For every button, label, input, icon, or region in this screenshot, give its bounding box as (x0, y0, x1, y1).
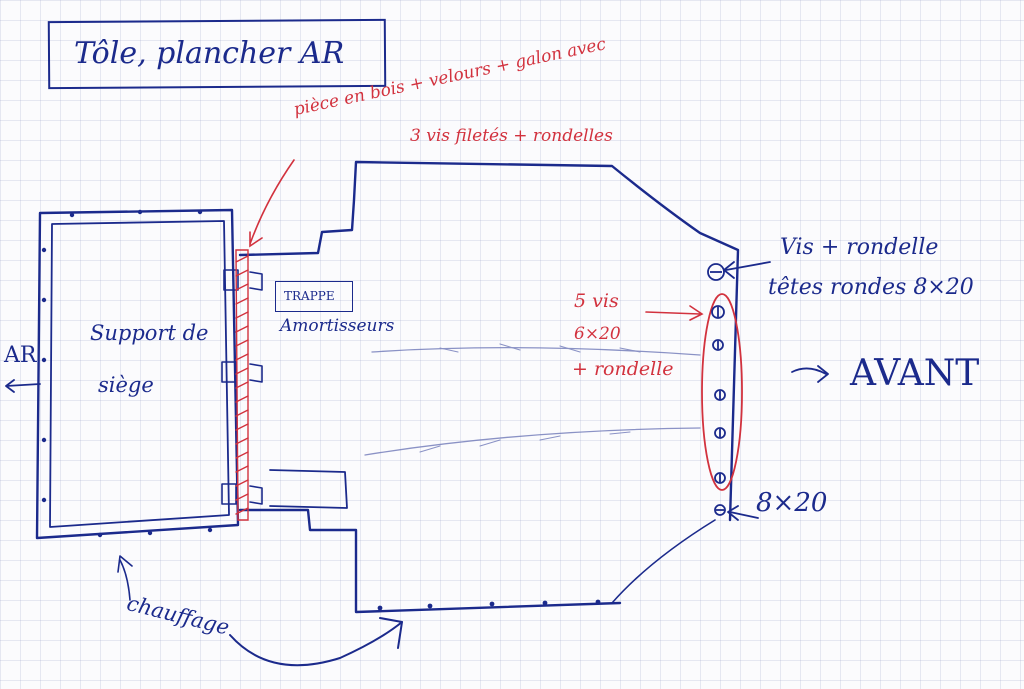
screw-label-vis-rondelle: Vis + rondelle (780, 235, 939, 260)
floor-panel-outline (238, 160, 740, 522)
screw-label-tetes-rondes: têtes rondes 8×20 (768, 275, 974, 300)
page-title: Tôle, plancher AR (74, 36, 345, 71)
screw-1 (711, 305, 725, 319)
bracket-middle (221, 361, 263, 383)
seat-support-inner (49, 220, 230, 528)
screw-group-pointer (645, 305, 704, 321)
screw-5 (714, 472, 726, 484)
wood-piece-hatch (235, 255, 249, 515)
heater-arrow (229, 621, 403, 667)
seat-support-outer (35, 208, 240, 540)
seat-support-label-line1: Support de (90, 321, 209, 345)
screw-size-label: 6×20 (574, 324, 621, 344)
wood-piece-note-line2: 3 vis filetés + rondelles (410, 126, 613, 146)
trappe-box (275, 281, 353, 312)
bottom-screw-label: 8×20 (756, 488, 828, 518)
flap-outline (269, 469, 348, 509)
trappe-label: TRAPPE (284, 289, 335, 303)
bracket-bottom (221, 483, 263, 505)
screw-bottom (714, 504, 726, 516)
heater-arrowhead (379, 617, 403, 649)
shock-absorber-lower (364, 427, 701, 456)
rear-label: AR (4, 343, 37, 368)
screw-4 (714, 427, 726, 439)
heater-pointer (119, 559, 131, 601)
shock-absorbers-label: Amortisseurs (280, 316, 395, 336)
screw-washer-label: + rondelle (572, 358, 674, 380)
screw-2 (712, 339, 724, 351)
shock-absorber-upper (371, 347, 701, 356)
screw-group-outline (701, 293, 743, 491)
screw-top (707, 263, 725, 281)
floor-panel-lower-left (238, 508, 622, 614)
screw-count-label: 5 vis (574, 290, 619, 312)
wood-piece-pointer (249, 159, 295, 248)
seat-support-label-line2: siège (98, 373, 154, 397)
screw-pointer-bottom (727, 505, 759, 521)
screw-pointer-top (723, 261, 771, 279)
avant-arrow (791, 365, 829, 383)
screw-3 (714, 389, 726, 401)
heater-pointer-head (117, 555, 133, 573)
ar-arrow (5, 379, 41, 393)
avant-label: AVANT (850, 353, 980, 394)
bracket-top (223, 269, 263, 291)
front-curve (611, 519, 716, 604)
